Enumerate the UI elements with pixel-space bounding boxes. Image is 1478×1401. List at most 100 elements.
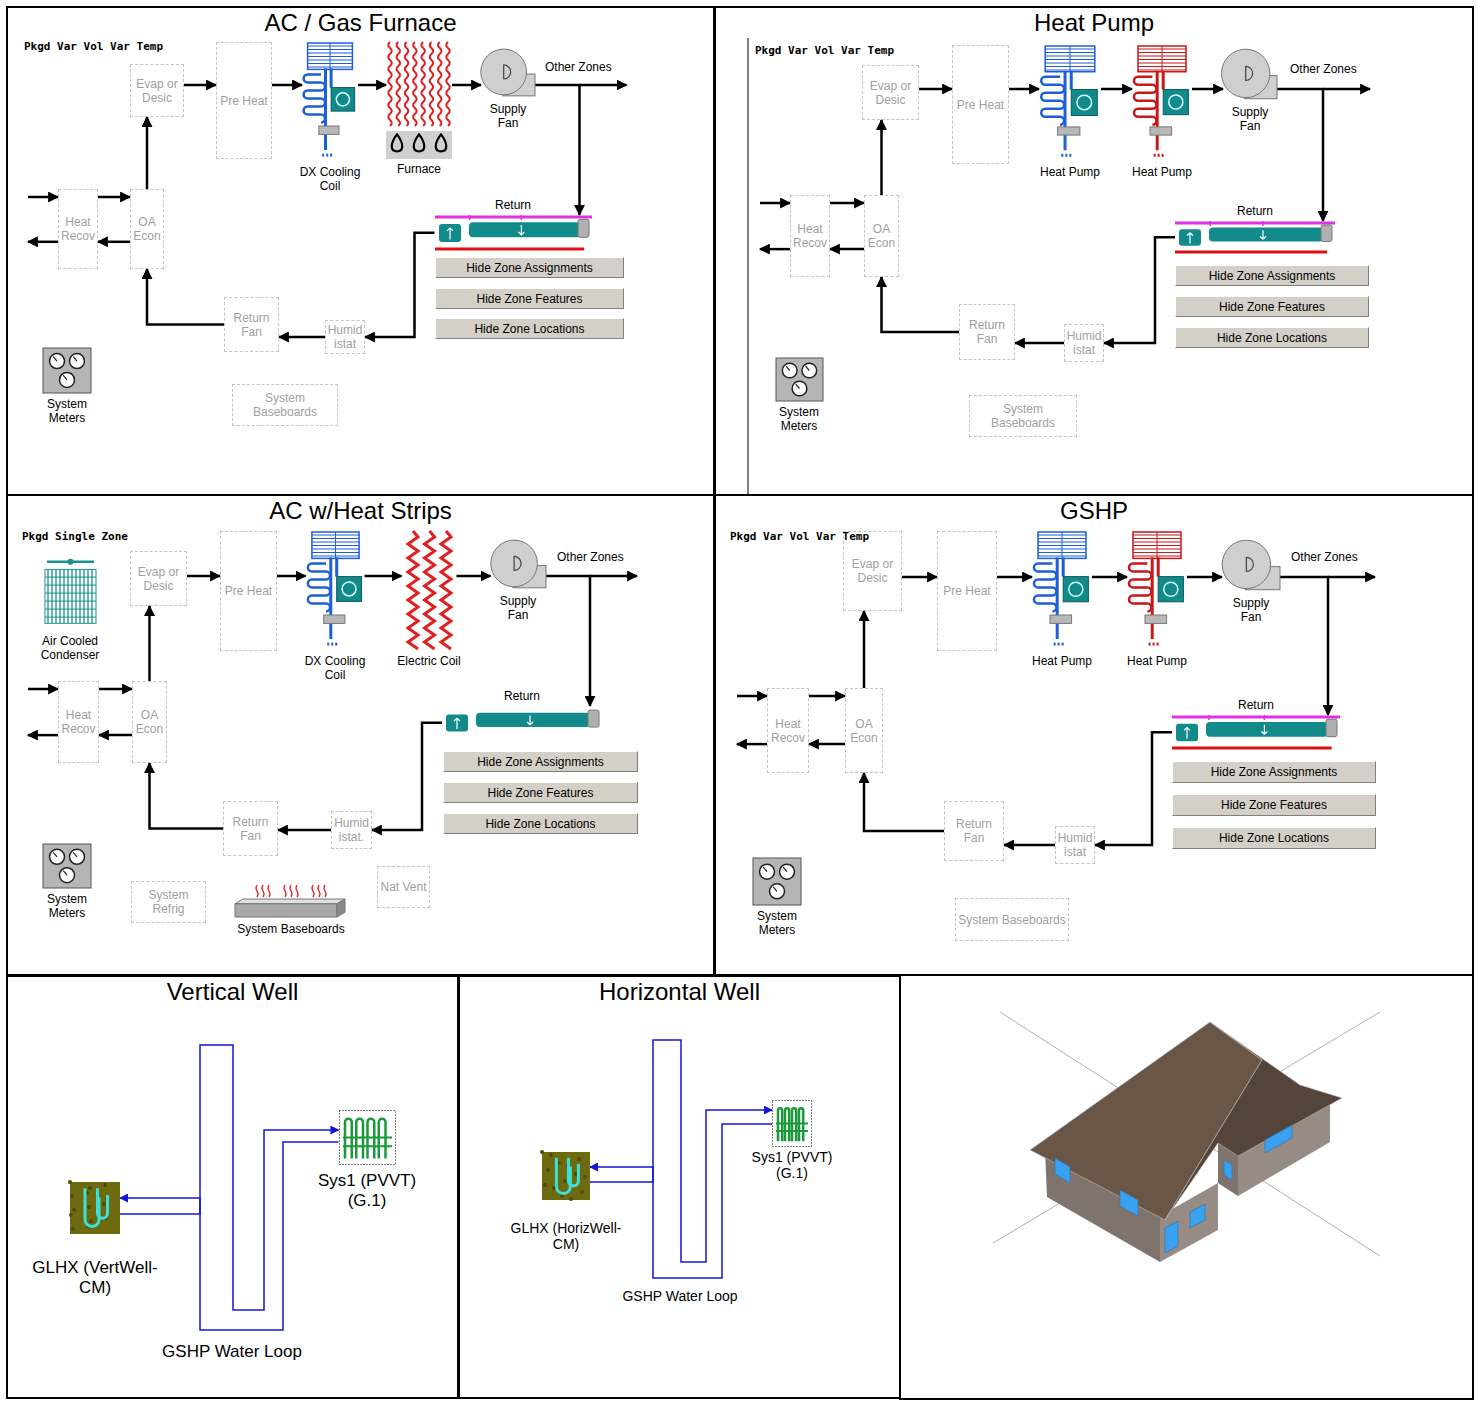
window xyxy=(1190,1204,1205,1228)
component-slot: Heat Recov xyxy=(58,681,99,763)
airflow-arrow xyxy=(279,336,325,339)
node-text: Pre Heat xyxy=(957,98,1004,112)
node-text: GLHX (VertWell-CM) xyxy=(30,1258,160,1297)
drawing-part xyxy=(45,577,96,578)
drawing-part xyxy=(1056,557,1059,639)
drawing-part xyxy=(438,42,442,126)
drawing-part xyxy=(424,531,434,649)
node-text: Return xyxy=(442,690,602,704)
node-text: Pre Heat xyxy=(943,584,990,598)
drawing-part xyxy=(1158,154,1160,157)
component-icon: System Meters xyxy=(747,857,807,938)
drawing-part xyxy=(527,715,533,724)
node-text: Supply Fan xyxy=(1225,106,1275,134)
component-icon: System Baseboards xyxy=(221,879,361,937)
drawing-part xyxy=(1153,643,1155,646)
drawing-part xyxy=(392,134,403,151)
node-text: DX Cooling Coil xyxy=(294,166,366,194)
component-icon: GLHX (HorizWell-CM) xyxy=(506,1152,626,1252)
drawing-part xyxy=(569,1197,573,1201)
component-icon: Heat Pump xyxy=(1022,531,1102,669)
drawing-part xyxy=(339,1111,395,1165)
duct-symbol xyxy=(435,215,592,249)
component-slot: System Baseboards xyxy=(969,395,1077,437)
drawing-part xyxy=(53,852,57,857)
node-text: Hide Zone Features xyxy=(1221,798,1327,812)
coilB-symbol xyxy=(304,43,355,157)
airflow-arrow xyxy=(1092,576,1127,579)
drawing-part xyxy=(327,643,329,646)
node-text: Hide Zone Features xyxy=(476,292,582,306)
node-text: Hide Zone Locations xyxy=(485,817,595,831)
drawing-part xyxy=(67,559,73,565)
elec-symbol xyxy=(408,531,451,649)
axis-line xyxy=(1000,1012,1380,1256)
component-slot: OA Econ xyxy=(864,195,899,277)
drawing-part xyxy=(430,42,434,126)
component-slot: OA Econ xyxy=(130,189,164,269)
drawing-part xyxy=(1164,582,1178,596)
node-text: System Meters xyxy=(37,893,97,921)
coilB-symbol xyxy=(1041,46,1097,157)
component-icon-graphic xyxy=(1132,45,1192,162)
component-icon-graphic xyxy=(42,347,92,394)
drawing-part xyxy=(72,1208,76,1212)
airflow-arrow xyxy=(1004,844,1055,847)
drawing-part xyxy=(1154,154,1156,157)
component-slot: Humid istat. xyxy=(331,811,372,849)
node-text: OA Econ xyxy=(866,222,897,250)
component-slot: System Baseboards xyxy=(232,384,338,426)
drawing-part xyxy=(1151,557,1154,639)
drawing-part xyxy=(335,643,337,646)
component-slot: Pre Heat xyxy=(216,42,272,159)
airflow-arrow xyxy=(146,117,149,189)
toggle-button: Hide Zone Assignments xyxy=(435,257,624,278)
drawing-part xyxy=(50,849,65,864)
airflow-arrow xyxy=(809,695,845,698)
component-icon-graphic xyxy=(42,843,92,889)
component-slot: Heat Recov xyxy=(790,195,830,277)
drawing-part xyxy=(1157,643,1159,646)
stub-arrow xyxy=(590,575,637,578)
drawing-part xyxy=(469,222,580,237)
stub-arrow xyxy=(1328,576,1375,579)
panel-title: Horizontal Well xyxy=(460,977,899,1007)
drawing-part xyxy=(367,1119,374,1159)
airflow-arrow xyxy=(546,576,591,706)
drawing-part xyxy=(1172,715,1340,718)
node-text: Heat Recov xyxy=(792,222,828,250)
drawing-part xyxy=(436,134,447,151)
airflow-arrow xyxy=(902,576,937,579)
component-icon-graphic xyxy=(775,357,824,402)
drawing-part xyxy=(542,1152,590,1200)
toggle-button: Hide Zone Assignments xyxy=(1175,265,1369,286)
node-text: DX Cooling Coil xyxy=(299,655,371,683)
component-icon: System Meters xyxy=(37,843,97,921)
node-text: Hide Zone Assignments xyxy=(1211,765,1338,779)
system-type-label: Pkgd Var Vol Var Temp xyxy=(755,44,894,57)
drawing-part xyxy=(397,42,401,126)
drawing-part xyxy=(343,1138,392,1147)
node-text: Return Fan xyxy=(225,815,276,843)
drawing-part xyxy=(356,1119,363,1159)
drawing-part xyxy=(308,43,353,69)
component-slot: OA Econ xyxy=(132,681,167,763)
component-icon: Return xyxy=(433,199,593,251)
drawing-part xyxy=(1065,154,1067,157)
airflow-arrow xyxy=(1009,88,1039,91)
flow-label: GSHP Water Loop xyxy=(622,1288,737,1304)
drawing-part xyxy=(98,1188,108,1218)
component-icon: GLHX (VertWell-CM) xyxy=(30,1182,160,1297)
stub-arrow xyxy=(580,84,627,87)
drawing-part xyxy=(342,582,356,596)
system-type-label: Pkgd Var Vol Var Temp xyxy=(730,530,869,543)
drawing-part xyxy=(578,219,589,237)
glhx-symbol xyxy=(540,1150,590,1201)
component-icon-graphic xyxy=(306,531,365,651)
drawing-part xyxy=(546,1168,550,1172)
drawing-part xyxy=(799,1108,803,1141)
drawing-part xyxy=(414,134,425,151)
drawing-part xyxy=(792,1108,796,1141)
drawing-part xyxy=(1070,46,1071,72)
